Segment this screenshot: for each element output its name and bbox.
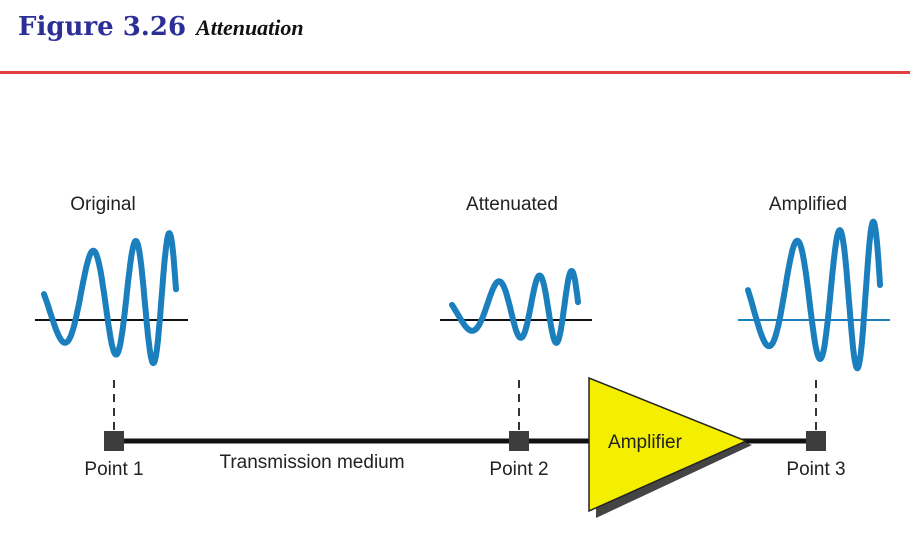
figure-caption: Attenuation (196, 15, 304, 40)
point3-marker (806, 431, 826, 451)
figure-number: Figure 3.26 (18, 12, 187, 42)
point1-marker (104, 431, 124, 451)
amplifier-triangle (588, 376, 748, 513)
original-wave (41, 230, 179, 367)
original-label: Original (70, 194, 135, 215)
point1-label: Point 1 (84, 459, 143, 480)
point3-label: Point 3 (786, 459, 845, 480)
point2-marker (509, 431, 529, 451)
attenuated-wave (449, 267, 581, 346)
figure-title: Figure 3.26 Attenuation (18, 12, 304, 42)
title-underline (0, 71, 910, 74)
point2-label: Point 2 (489, 459, 548, 480)
amplified-label: Amplified (769, 194, 847, 215)
attenuated-label: Attenuated (466, 194, 558, 215)
amplifier-label: Amplifier (608, 432, 683, 453)
transmission-medium-label: Transmission medium (219, 452, 404, 473)
amplified-wave (745, 218, 883, 372)
